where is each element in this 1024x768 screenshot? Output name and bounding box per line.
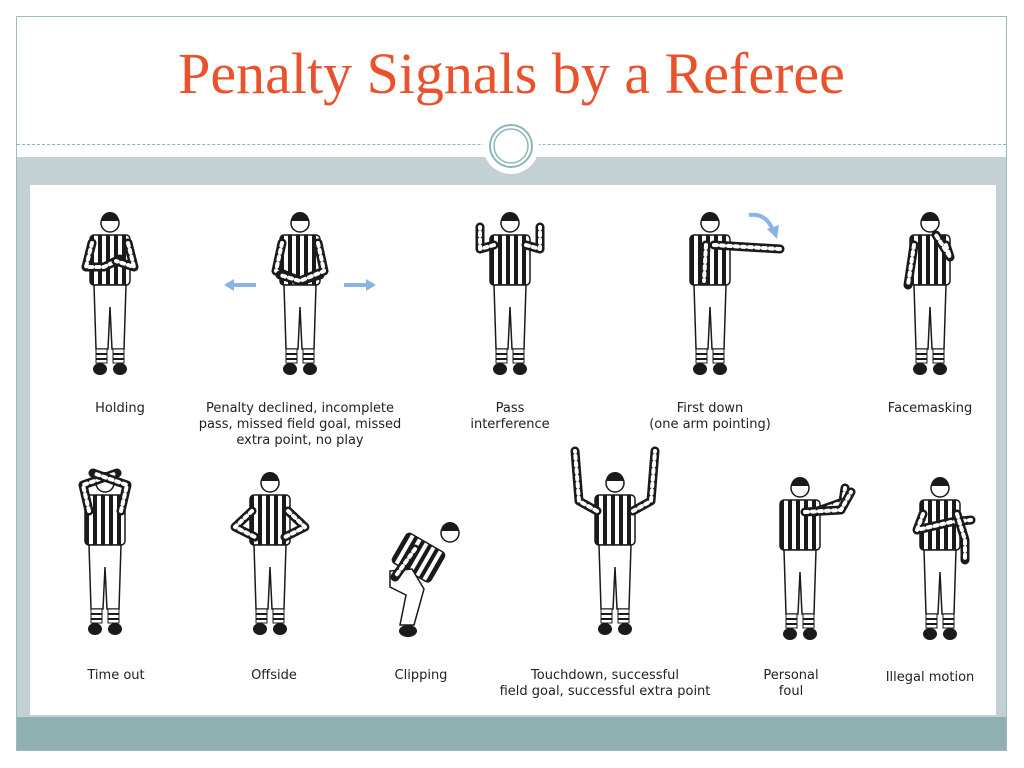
left-right-arrows-icon [224, 279, 376, 291]
referee-clipping-figure [389, 522, 465, 637]
signal-label-illegal-motion: Illegal motion [885, 670, 975, 685]
referee-holding-figure [81, 212, 139, 375]
signals-panel: Holding Penalty declined, incomplete pas… [30, 185, 996, 715]
referee-personal-foul-figure [779, 477, 856, 640]
signal-label-offside: Offside [251, 668, 297, 683]
signal-label-clipping: Clipping [394, 668, 448, 683]
circle-ornament-icon [483, 118, 539, 174]
signal-label-pass-interference: Pass interference [470, 401, 550, 432]
referee-facemasking-figure [903, 212, 955, 375]
slide-title: Penalty Signals by a Referee [178, 41, 845, 106]
referee-pass-interference-figure [475, 212, 545, 375]
slide: Penalty Signals by a Referee [16, 16, 1007, 751]
signal-label-time-out: Time out [87, 668, 145, 683]
referee-penalty-declined-figure [271, 212, 329, 375]
referee-illegal-motion-figure [912, 477, 976, 640]
signal-label-personal-foul: Personal foul [763, 668, 819, 699]
referee-touchdown-figure [570, 446, 660, 635]
footer-band [17, 717, 1006, 750]
signal-label-penalty-declined: Penalty declined, incomplete pass, misse… [198, 401, 402, 448]
signal-label-first-down: First down (one arm pointing) [649, 401, 771, 432]
signal-label-facemasking: Facemasking [887, 401, 973, 416]
referee-offside-figure [230, 472, 310, 635]
signal-label-touchdown: Touchdown, successful field goal, succes… [499, 668, 711, 699]
curved-arrow-icon [748, 212, 779, 239]
signal-label-holding: Holding [95, 401, 145, 416]
referee-first-down-figure [689, 212, 785, 375]
referee-time-out-figure [78, 468, 132, 635]
